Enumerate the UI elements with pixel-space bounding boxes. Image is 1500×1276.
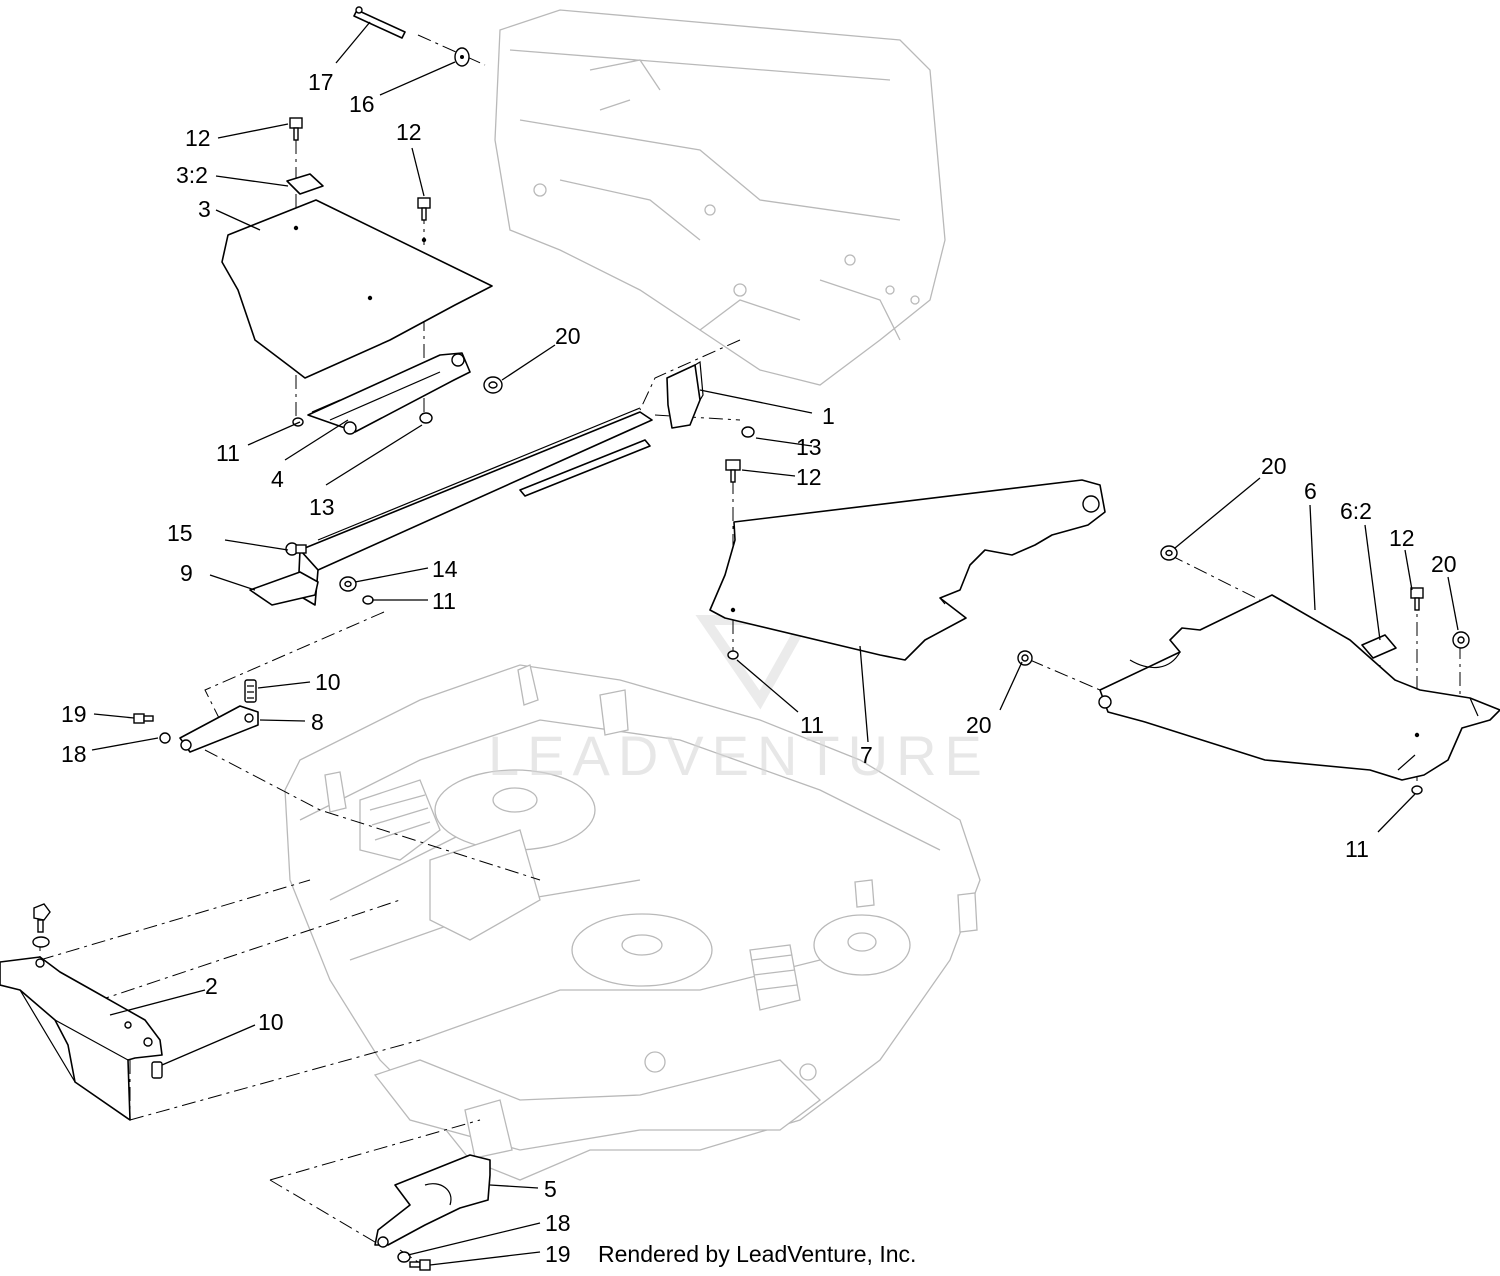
callout-9: 9 xyxy=(180,560,193,586)
leader-lines xyxy=(91,21,1459,1266)
callout-17: 17 xyxy=(308,69,334,95)
callout-13: 13 xyxy=(796,434,822,460)
part-20-spacer-d xyxy=(1017,650,1033,666)
part-15-bolt xyxy=(285,542,307,556)
callout-19: 19 xyxy=(545,1241,571,1267)
callout-10: 10 xyxy=(315,669,341,695)
callout-18: 18 xyxy=(61,741,87,767)
callout-labels: 17 16 12 3:2 3 12 20 1 13 11 4 13 12 20 … xyxy=(61,69,1457,1267)
part-20-spacer-c xyxy=(1452,631,1470,649)
part-12-bolt-b xyxy=(417,197,431,221)
callout-6: 6 xyxy=(1304,478,1317,504)
callout-14: 14 xyxy=(432,556,458,582)
part-11-nut-d xyxy=(1411,785,1423,795)
callout-1: 1 xyxy=(822,403,835,429)
callout-11: 11 xyxy=(432,588,456,614)
part-12-bolt-c xyxy=(725,459,741,483)
part-11-nut-b xyxy=(362,595,374,605)
part-5-bracket xyxy=(374,1154,491,1248)
part-13-nut-b xyxy=(741,426,755,438)
callout-12: 12 xyxy=(185,125,211,151)
callout-19: 19 xyxy=(61,701,87,727)
callout-20: 20 xyxy=(1261,453,1287,479)
part-8-bracket xyxy=(179,705,259,753)
callout-13: 13 xyxy=(309,494,335,520)
part-7-shield xyxy=(709,479,1106,661)
part-18-washer-b xyxy=(397,1251,411,1263)
part-16-washer xyxy=(454,47,470,67)
part-2-guard xyxy=(0,956,163,1121)
part-18-washer-a xyxy=(159,732,171,744)
part-19-bolt-a xyxy=(133,713,154,724)
callout-3: 3 xyxy=(198,196,211,222)
part-3-shield xyxy=(221,199,493,379)
part-6-2-decal xyxy=(1361,634,1397,659)
callout-5: 5 xyxy=(544,1176,557,1202)
part-6-shield xyxy=(1098,594,1500,781)
callout-11: 11 xyxy=(800,712,824,738)
callout-2: 2 xyxy=(205,973,218,999)
callout-8: 8 xyxy=(311,709,324,735)
part-20-spacer-b xyxy=(1160,545,1178,561)
part-4-bracket xyxy=(307,352,471,435)
callout-20: 20 xyxy=(966,712,992,738)
part-2-nut xyxy=(32,903,51,948)
part-1-rod xyxy=(297,407,653,606)
callout-18: 18 xyxy=(545,1210,571,1236)
rendered-by-credit: Rendered by LeadVenture, Inc. xyxy=(598,1241,917,1267)
watermark-text: LEADVENTURE xyxy=(488,724,990,787)
callout-7: 7 xyxy=(860,742,873,768)
callout-11: 11 xyxy=(1345,836,1369,862)
callout-12: 12 xyxy=(396,119,422,145)
callout-20: 20 xyxy=(555,323,581,349)
part-3-2-decal xyxy=(286,173,324,195)
part-13-nut-a xyxy=(419,412,433,424)
part-14-washer xyxy=(339,576,357,592)
part-9-plate xyxy=(249,571,319,606)
part-20-spacer-a xyxy=(483,376,503,394)
part-1-bracket xyxy=(666,360,704,429)
callout-10: 10 xyxy=(258,1009,284,1035)
callout-4: 4 xyxy=(271,466,284,492)
part-19-bolt-b xyxy=(409,1259,431,1271)
part-10-clip-a xyxy=(244,679,257,703)
callout-12: 12 xyxy=(1389,525,1415,551)
part-10-clip-b xyxy=(151,1061,163,1079)
part-12-bolt-a xyxy=(289,117,303,141)
callout-15: 15 xyxy=(167,520,193,546)
callout-11: 11 xyxy=(216,440,240,466)
part-12-bolt-d xyxy=(1410,587,1424,611)
callout-16: 16 xyxy=(349,91,375,117)
callout-3-2: 3:2 xyxy=(176,162,208,188)
part-11-nut-c xyxy=(727,650,739,660)
part-17-pin xyxy=(353,6,406,39)
deck-background xyxy=(284,664,981,1181)
callout-6-2: 6:2 xyxy=(1340,498,1372,524)
frame-background xyxy=(494,9,946,386)
callout-20: 20 xyxy=(1431,551,1457,577)
callout-12: 12 xyxy=(796,464,822,490)
